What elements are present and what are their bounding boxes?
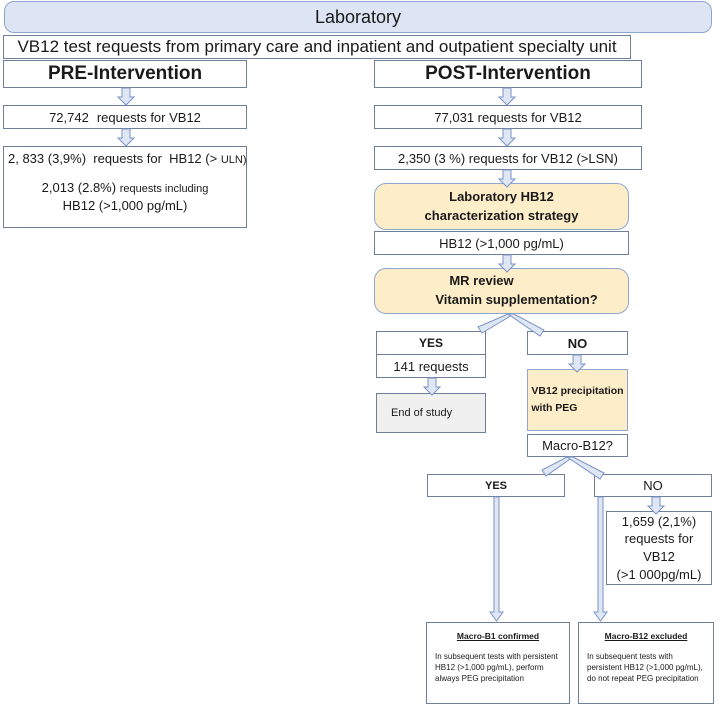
post-lsn-box: 2,350 (3 %) requests for VB12 (>LSN) <box>374 146 642 170</box>
arrow-yes-confirmed <box>489 496 504 622</box>
arrow-no-excluded <box>593 496 608 622</box>
mr-review-box: MR review Vitamin supplementation? <box>374 268 629 314</box>
arrow-post-3 <box>498 169 516 188</box>
post-lsn-text: 2,350 (3 %) requests for VB12 (>LSN) <box>397 150 619 166</box>
arrow-macro-no <box>565 456 605 480</box>
pre-uln-small: ULN) <box>220 154 247 166</box>
arrow-mr-no <box>506 313 545 337</box>
arrow-mr-yes <box>477 313 516 334</box>
pre-including-block: 2,013 (2.8%) requests including HB12 (>1… <box>4 179 246 214</box>
pre-intervention-header: PRE-Intervention <box>3 60 247 88</box>
pre-requests-num: 72,742 <box>49 109 89 125</box>
arrow-no-peg <box>568 354 586 373</box>
peg-line2: with PEG <box>531 402 578 414</box>
arrow-yes-end <box>423 377 441 396</box>
excluded-text: In subsequent tests with persistent HB12… <box>587 651 703 684</box>
peg-precipitation-box: VB12 precipitation with PEG <box>527 369 628 431</box>
final-line1: 1,659 (2,1%) <box>621 513 697 529</box>
macro-excluded-note: Macro-B12 excluded In subsequent tests w… <box>578 622 714 704</box>
mr-line1: MR review <box>449 273 514 289</box>
arrow-post-4 <box>498 254 516 273</box>
pre-incl-num: 2,013 (2.8%) <box>41 180 120 195</box>
strategy-line1: Laboratory HB12 <box>449 188 554 204</box>
lab-strategy-box: Laboratory HB12 characterization strateg… <box>374 183 629 230</box>
pre-requests-text: requests for VB12 <box>96 109 201 125</box>
end-of-study-text: End of study <box>391 407 453 419</box>
subtitle-text: VB12 test requests from primary care and… <box>17 37 617 56</box>
final-line4: (>1 000pg/mL) <box>616 566 702 582</box>
confirmed-text: In subsequent tests with persistent HB12… <box>435 651 558 684</box>
post-requests-box: 77,031 requests for VB12 <box>374 105 642 129</box>
yes2-label: YES <box>484 479 507 492</box>
pre-incl-line2: HB12 (>1,000 pg/mL) <box>62 197 188 213</box>
subtitle-box: VB12 test requests from primary care and… <box>3 35 631 59</box>
laboratory-label: Laboratory <box>314 6 402 27</box>
final-line3: VB12 <box>643 549 675 564</box>
mr-line2: Vitamin supplementation? <box>435 292 598 307</box>
post-header-text: POST-Intervention <box>425 63 591 84</box>
post-intervention-header: POST-Intervention <box>374 60 642 88</box>
end-of-study-box: End of study <box>376 393 486 433</box>
confirmed-title: Macro-B1 confirmed <box>456 631 540 641</box>
macro-confirmed-note: Macro-B1 confirmed In subsequent tests w… <box>426 622 570 704</box>
arrow-no2-final <box>647 496 665 515</box>
no1-label: NO <box>567 335 588 351</box>
pre-uln-box: 2, 833 (3,9%) requests for HB12 (> ULN) … <box>3 146 247 228</box>
post-hb12-text: HB12 (>1,000 pg/mL) <box>439 235 564 251</box>
arrow-pre-1 <box>117 87 135 106</box>
pre-uln-main: 2, 833 (3,9%) requests for HB12 (> <box>8 151 221 166</box>
excluded-title: Macro-B12 excluded <box>604 631 688 641</box>
macro-b12-question-box: Macro-B12? <box>527 434 628 457</box>
post-hb12-box: HB12 (>1,000 pg/mL) <box>374 231 629 255</box>
yes1-count-box: 141 requests <box>376 354 486 378</box>
macro-b12-question: Macro-B12? <box>542 438 613 453</box>
yes1-label: YES <box>418 336 443 350</box>
pre-uln-line: 2, 833 (3,9%) requests for HB12 (> ULN) <box>8 151 246 166</box>
peg-line1: VB12 precipitation <box>531 385 624 398</box>
yes1-count-text: 141 requests <box>393 358 469 374</box>
arrow-post-2 <box>498 128 516 147</box>
arrow-pre-2 <box>117 128 135 147</box>
pre-incl-text: requests including <box>119 183 209 195</box>
arrow-macro-yes <box>541 456 575 477</box>
no2-label: NO <box>643 478 663 493</box>
post-requests-text: 77,031 requests for VB12 <box>434 109 582 125</box>
pre-header-text: PRE-Intervention <box>47 63 203 84</box>
final-line2: requests for <box>624 531 694 547</box>
final-requests-box: 1,659 (2,1%) requests for VB12 (>1 000pg… <box>606 511 712 585</box>
arrow-post-1 <box>498 87 516 106</box>
laboratory-header: Laboratory <box>4 1 712 33</box>
strategy-line2: characterization strategy <box>424 207 579 223</box>
